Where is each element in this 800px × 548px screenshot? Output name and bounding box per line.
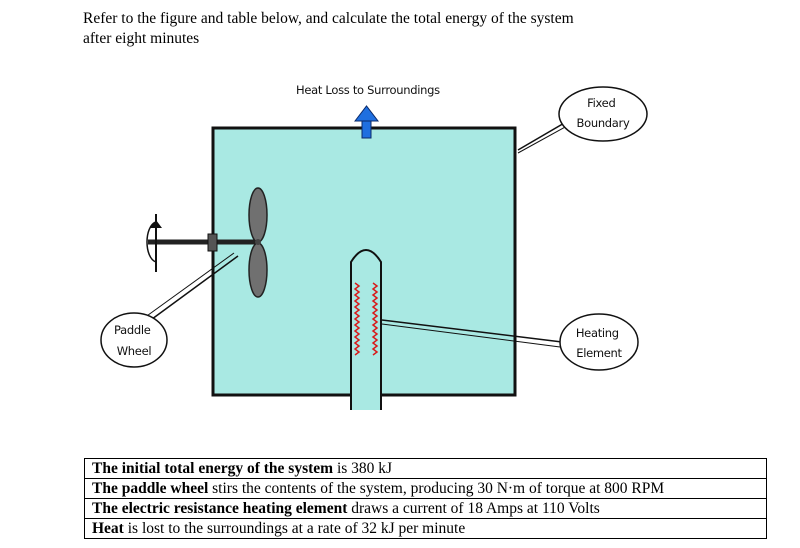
paddle-wheel-label-line-2: Wheel [117,344,152,358]
fixed-boundary-callout [558,86,648,142]
row-subject: The electric resistance heating element [92,500,348,517]
row-detail: is lost to the surroundings at a rate of… [123,520,466,537]
table-cell: Heat is lost to the surroundings at a ra… [84,518,767,539]
paddle-wheel-callout [100,312,168,368]
heating-element [350,249,382,410]
fixed-boundary-label-line-1: Fixed [587,96,615,110]
row-subject: Heat [92,520,124,537]
row-subject: The paddle wheel [92,480,209,497]
paddle-wheel-label-line-1: Paddle [114,323,151,337]
question-line-1: Refer to the figure and table below, and… [83,10,574,27]
paddle-wheel-label: Paddle Wheel [114,323,154,358]
heating-element-label: Heating Element [576,326,623,360]
heat-loss-arrow-icon [353,105,380,139]
heating-element-label-line-1: Heating [576,326,619,340]
table-row: The electric resistance heating element … [84,498,767,519]
table-cell: The paddle wheel stirs the contents of t… [84,478,767,499]
table-row: The paddle wheel stirs the contents of t… [84,478,767,499]
heat-loss-label: Heat Loss to Surroundings [296,83,440,97]
fixed-boundary-label: Fixed Boundary [577,96,630,130]
heating-element-callout [559,313,639,371]
heating-element-label-line-2: Element [576,346,622,360]
table-cell: The electric resistance heating element … [84,498,767,519]
question-line-2: after eight minutes [83,30,200,47]
paddle-wheel [146,187,268,298]
table-row: The initial total energy of the system i… [84,458,767,479]
row-detail: draws a current of 18 Amps at 110 Volts [347,500,600,517]
fixed-boundary-label-line-2: Boundary [577,116,630,130]
info-table: The initial total energy of the system i… [84,458,767,539]
question-text: Refer to the figure and table below, and… [83,9,703,49]
table-cell: The initial total energy of the system i… [84,458,767,479]
table-row: Heat is lost to the surroundings at a ra… [84,518,767,539]
row-subject: The initial total energy of the system [92,460,334,477]
row-detail: is 380 kJ [333,460,393,477]
system-figure: Heat Loss to Surroundings Fixed Boundary… [100,83,648,410]
row-detail: stirs the contents of the system, produc… [208,480,665,497]
